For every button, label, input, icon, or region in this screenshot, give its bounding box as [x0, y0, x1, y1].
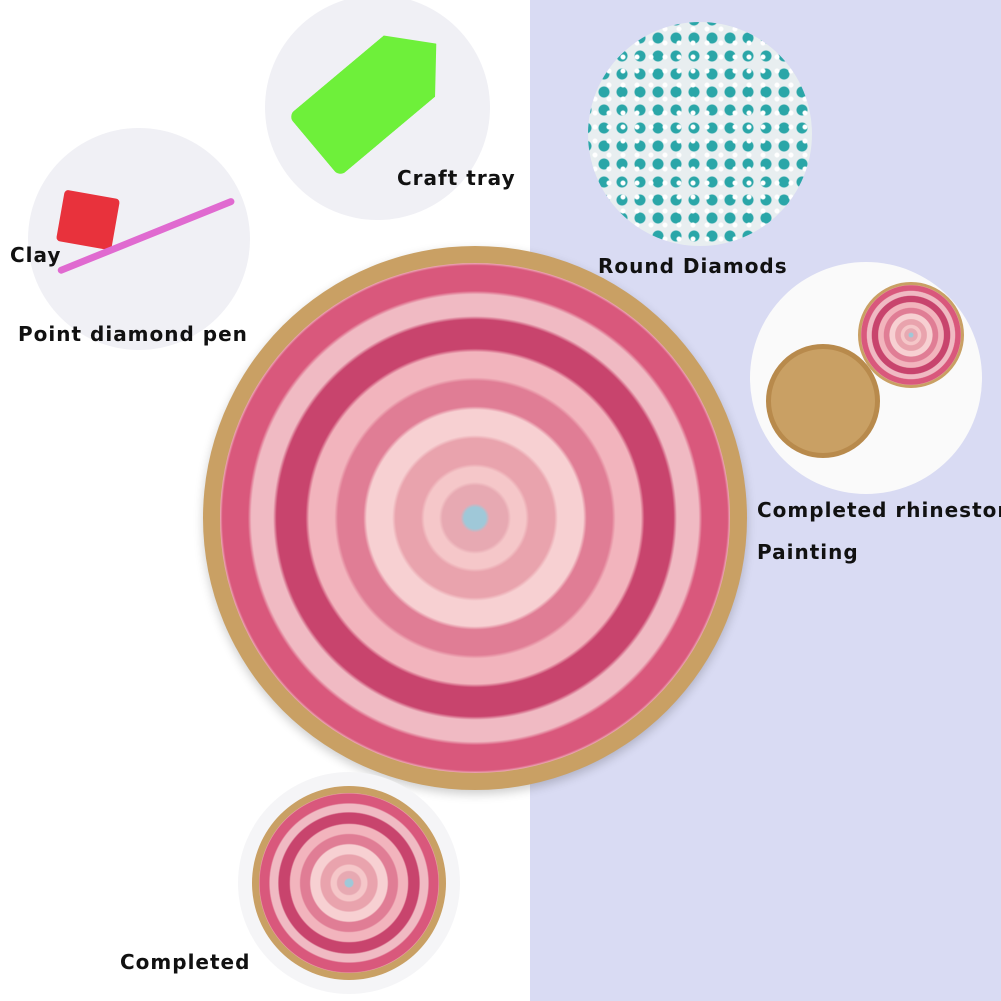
main-mandala-painting	[220, 263, 730, 773]
craft-tray	[288, 13, 462, 177]
completed-painting-circle	[750, 262, 982, 494]
pen-label: Point diamond pen	[18, 322, 248, 346]
wood-backing	[766, 344, 880, 458]
completed-rhinestone-label: Completed rhinestone	[757, 498, 1001, 522]
completed-circle	[238, 772, 460, 994]
painting-label: Painting	[757, 540, 859, 564]
diamonds-label: Round Diamods	[598, 254, 788, 278]
painting-thumbnail	[858, 282, 964, 388]
clay-pen-circle	[28, 128, 250, 350]
clay-label: Clay	[10, 243, 62, 267]
main-wood-frame	[203, 246, 747, 790]
craft-tray-label: Craft tray	[397, 166, 516, 190]
clay-block	[55, 189, 121, 251]
craft-tray-circle	[265, 0, 490, 220]
completed-label: Completed	[120, 950, 251, 974]
diamonds-circle	[588, 22, 812, 246]
completed-wood-frame	[252, 786, 446, 980]
completed-mandala	[259, 793, 439, 973]
